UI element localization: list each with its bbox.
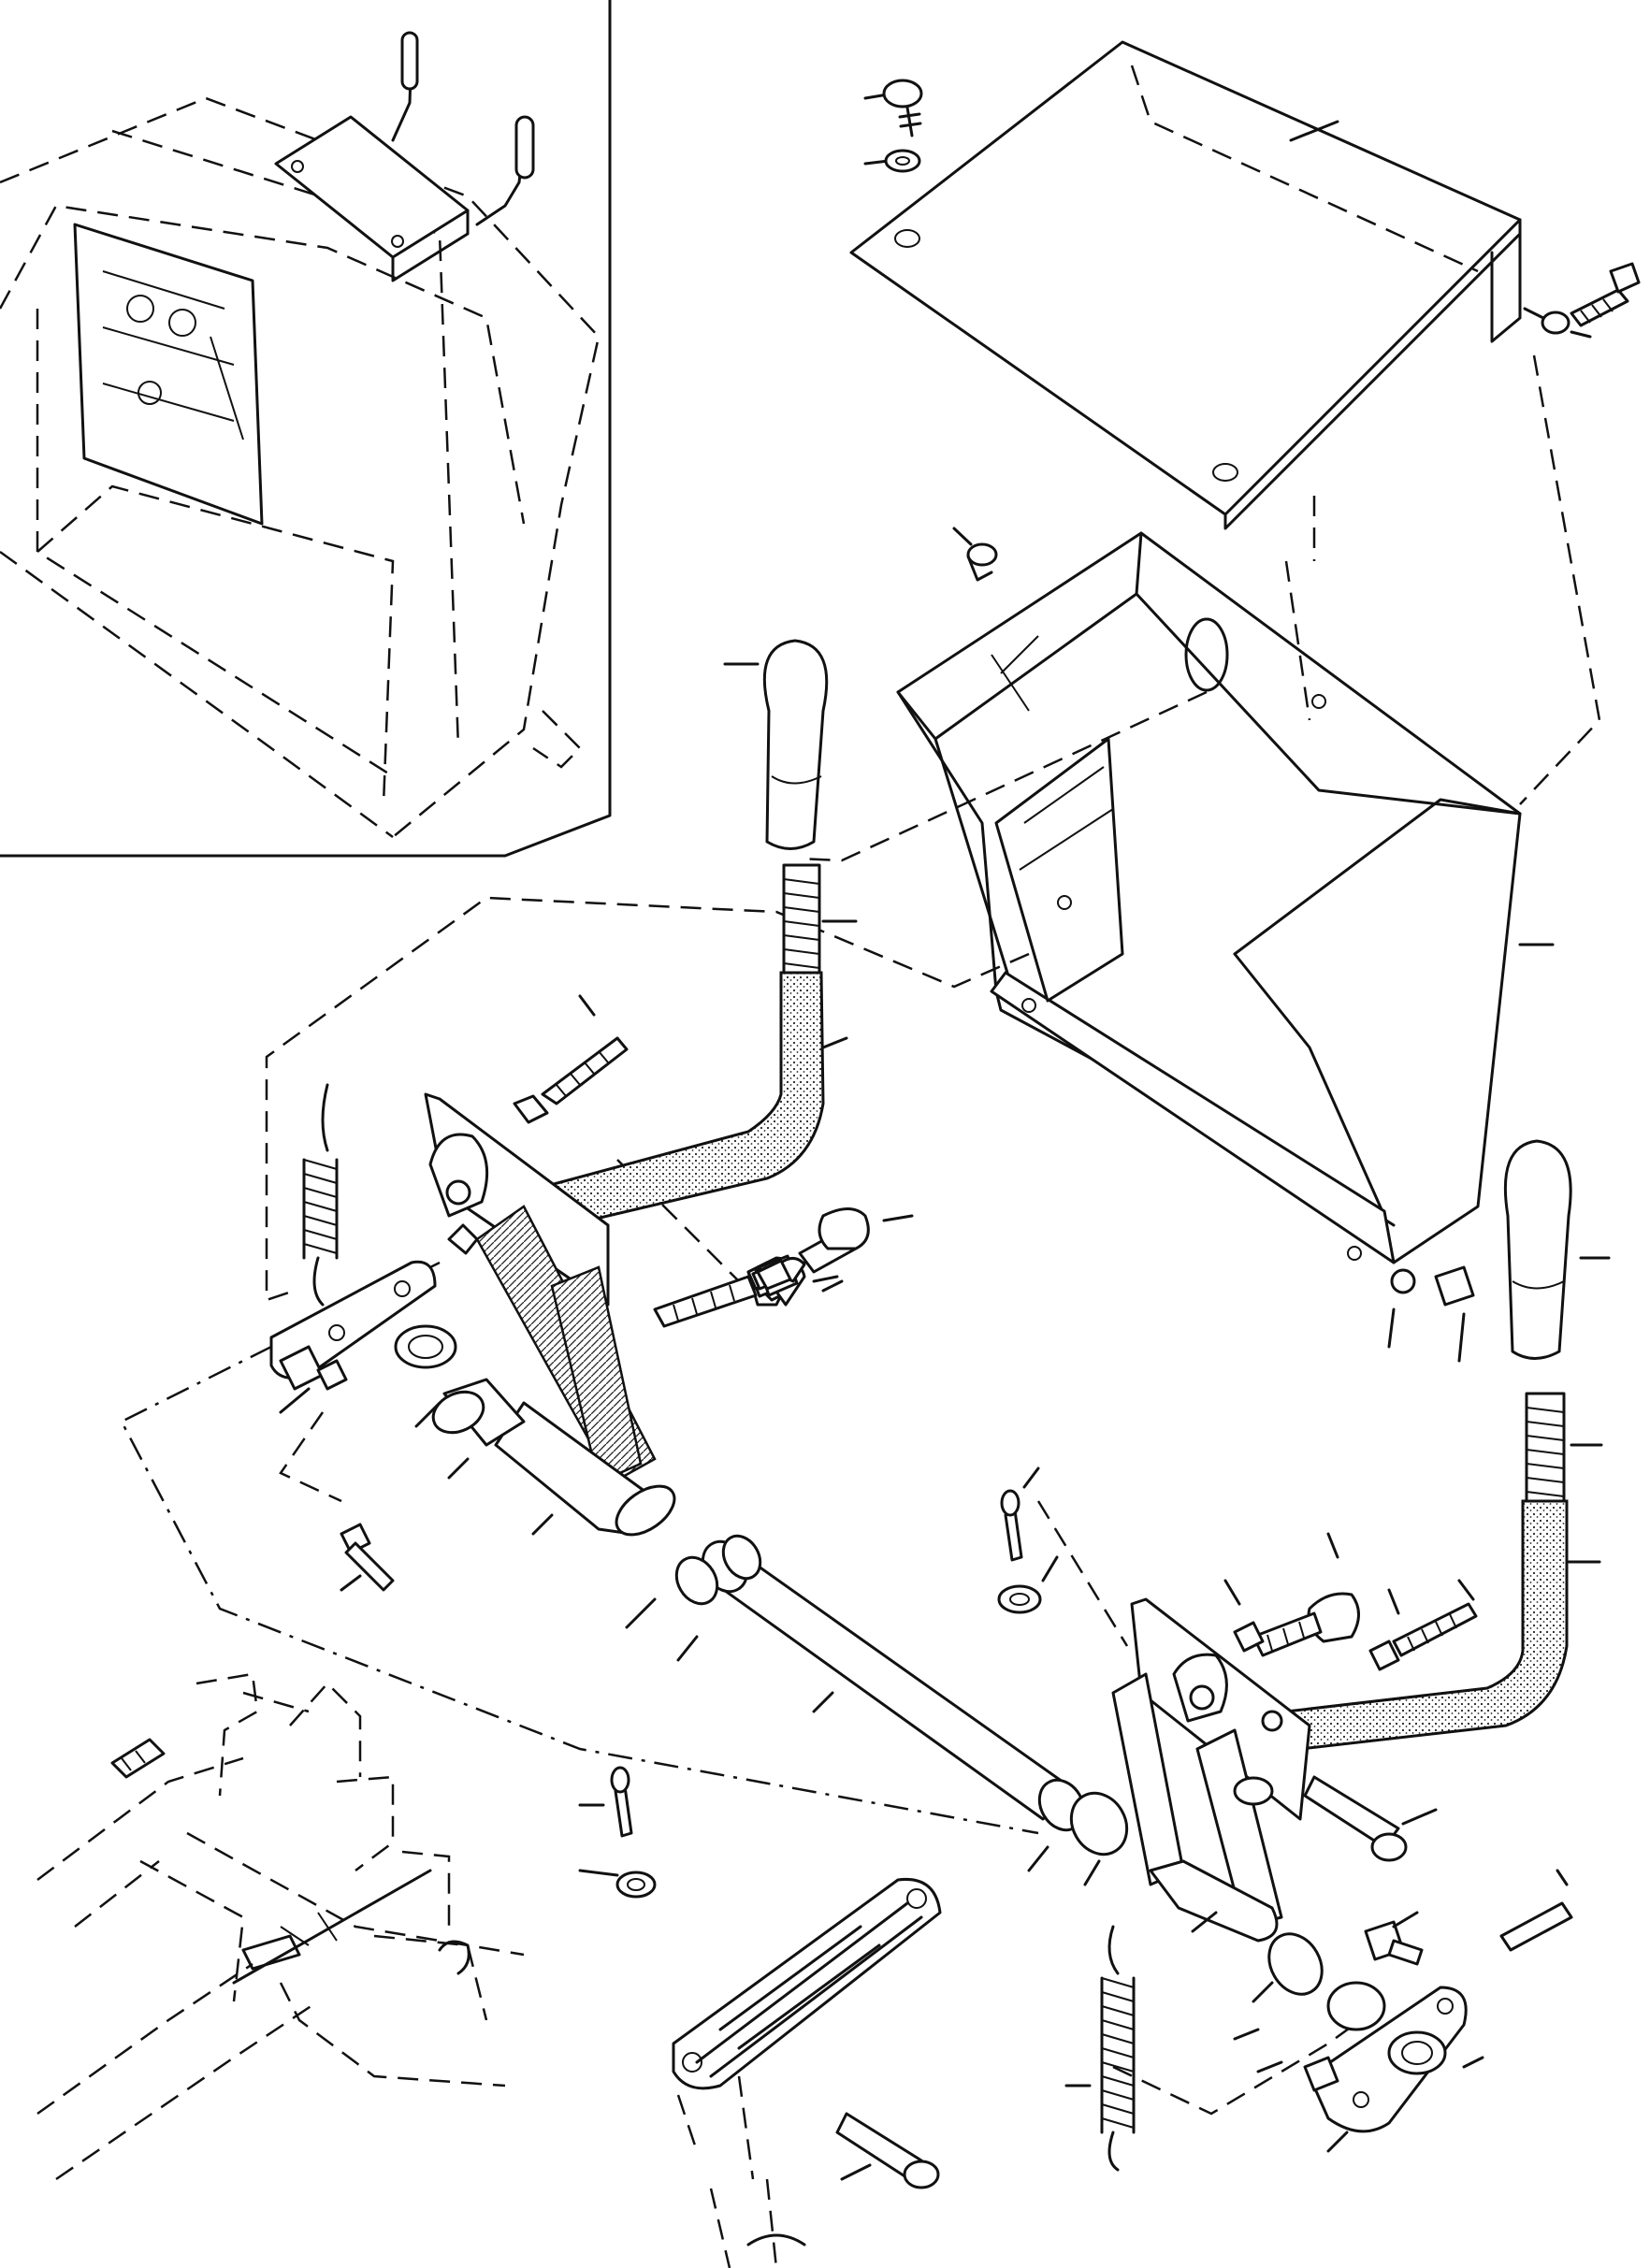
right-nut-2 xyxy=(1368,1640,1400,1671)
left-rubber-stop xyxy=(818,1207,870,1250)
inset-lever-box xyxy=(274,31,535,282)
right-flange-boss xyxy=(1326,1981,1386,2031)
lever-housing xyxy=(896,531,1555,1264)
right-bracket-assembly xyxy=(1111,1597,1324,2003)
right-pivot-bushing xyxy=(1267,1932,1324,1996)
right-nut-1 xyxy=(1233,1621,1265,1653)
right-bushing xyxy=(1069,1791,1129,1856)
housing-screw xyxy=(1434,1265,1475,1307)
right-spring xyxy=(1064,1925,1136,2172)
right-flange-plate xyxy=(1233,1981,1484,2153)
lower-hardware xyxy=(578,1766,940,2189)
cover-screw-side xyxy=(1523,262,1641,339)
left-small-hardware xyxy=(316,994,914,1592)
housing-washer xyxy=(1390,1268,1416,1294)
right-stop-bolt xyxy=(1252,1611,1323,1657)
left-stud xyxy=(541,1036,629,1105)
right-pivot-arm xyxy=(1149,1859,1279,1943)
left-hex-bolt xyxy=(340,1523,371,1554)
lower-washer xyxy=(615,1871,657,1899)
phantom-linkage xyxy=(36,1672,806,2268)
roll-pin xyxy=(1499,1901,1573,1952)
callout-cover xyxy=(1289,120,1339,142)
left-spring xyxy=(302,1083,339,1307)
inset-frame xyxy=(0,0,612,858)
location-inset xyxy=(0,0,612,858)
right-lever-assembly xyxy=(1283,1139,1611,1751)
right-small-hardware xyxy=(997,1265,1573,1966)
lower-cotter-pin xyxy=(614,1784,633,1838)
assembly-lines xyxy=(120,354,1601,2116)
left-flange-plate xyxy=(269,1260,437,1380)
left-bushing xyxy=(431,1390,485,1435)
left-lever-arm xyxy=(502,971,825,1236)
right-washer xyxy=(997,1584,1042,1614)
right-stud xyxy=(1392,1602,1478,1657)
inset-valve-block xyxy=(73,223,264,526)
cross-shaft xyxy=(625,1534,1129,1886)
left-flange-boss xyxy=(394,1324,457,1369)
right-cotter-pin xyxy=(1004,1509,1023,1562)
left-lever-assembly xyxy=(502,639,858,1236)
cover-screw-top xyxy=(863,79,923,173)
right-knob xyxy=(1503,1139,1572,1360)
left-nut xyxy=(513,1094,549,1124)
left-knob xyxy=(762,639,829,850)
right-lever-arm xyxy=(1283,1499,1569,1751)
inset-tractor-outline xyxy=(0,96,601,839)
phantom-fitting xyxy=(110,1738,166,1779)
left-bracket-assembly xyxy=(269,1092,676,1537)
cover-plate xyxy=(849,40,1522,530)
housing-bolt-top xyxy=(952,527,998,582)
lower-clevis-link xyxy=(672,1877,942,2152)
left-stop-bolt xyxy=(653,1275,758,1328)
